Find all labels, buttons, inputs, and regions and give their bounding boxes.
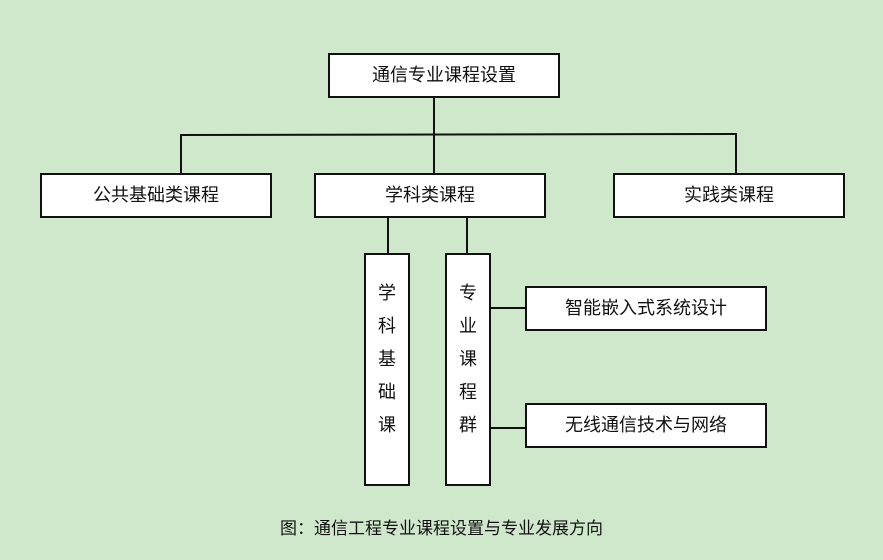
figure-caption: 图：通信工程专业课程设置与专业发展方向	[280, 519, 603, 539]
category-label: 公共基础类课程	[93, 184, 219, 206]
category-label: 实践类课程	[684, 184, 774, 206]
direction-label: 无线通信技术与网络	[565, 414, 727, 436]
root-label: 通信专业课程设置	[372, 64, 516, 86]
category-box-practice: 实践类课程	[613, 173, 845, 218]
subgroup-box-basic-courses: 学科基础课	[364, 253, 410, 486]
direction-box-wireless: 无线通信技术与网络	[525, 403, 767, 448]
connector-bus	[179, 133, 738, 136]
direction-box-embedded: 智能嵌入式系统设计	[525, 286, 767, 331]
subgroup-label: 专业课程群	[459, 283, 477, 436]
category-box-public-basic: 公共基础类课程	[40, 173, 272, 218]
direction-label: 智能嵌入式系统设计	[565, 297, 727, 319]
category-label: 学科类课程	[385, 184, 475, 206]
subgroup-box-major-courses: 专业课程群	[445, 253, 491, 486]
root-box: 通信专业课程设置	[328, 53, 560, 98]
category-box-discipline: 学科类课程	[314, 173, 546, 218]
subgroup-label: 学科基础课	[378, 283, 396, 436]
